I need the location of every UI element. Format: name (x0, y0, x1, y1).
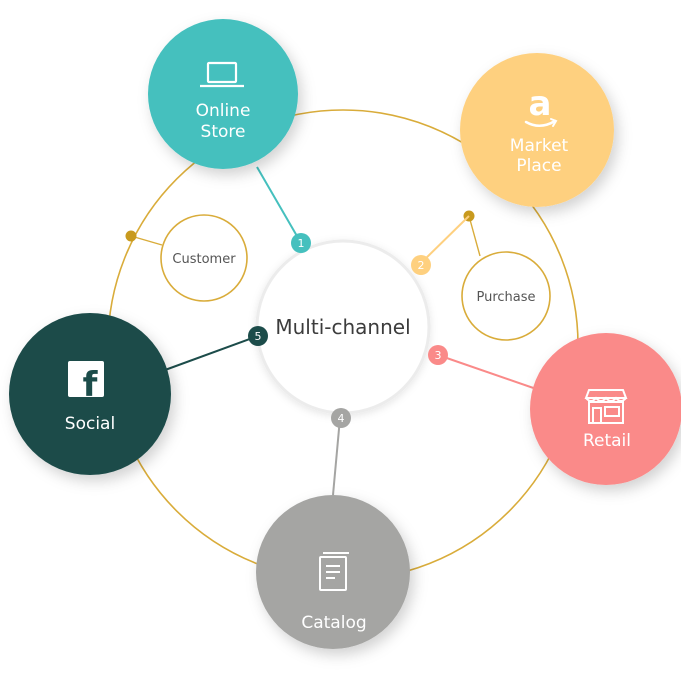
customer-ring-dot (125, 230, 137, 242)
channel-social: f Social (9, 313, 171, 475)
market-place-label-line2: Place (516, 156, 561, 176)
badge-online-store: 1 (291, 233, 311, 253)
facebook-icon: f (68, 361, 104, 405)
retail-label: Retail (583, 431, 631, 451)
svg-text:3: 3 (435, 349, 442, 362)
storefront-icon (584, 389, 628, 424)
svg-text:2: 2 (418, 259, 425, 272)
center-label: Multi-channel (275, 315, 410, 339)
svg-text:5: 5 (255, 330, 262, 343)
catalog-icon (319, 552, 349, 591)
channel-retail: Retail (530, 333, 681, 485)
badge-catalog: 4 (331, 408, 351, 428)
amazon-icon: a (524, 84, 558, 127)
connector-online-store (256, 166, 302, 244)
laptop-icon (200, 61, 244, 88)
social-label: Social (65, 414, 115, 434)
badge-social: 5 (248, 326, 268, 346)
catalog-label: Catalog (301, 613, 366, 633)
channel-market-place: a Market Place (460, 53, 614, 207)
purchase-circle (461, 251, 551, 341)
online-store-label-line1: Online (196, 101, 251, 121)
connector-catalog (332, 417, 341, 496)
purchase-connector (468, 215, 481, 257)
badge-retail: 3 (428, 345, 448, 365)
svg-text:f: f (83, 365, 99, 405)
connector-market-place (419, 215, 470, 265)
channel-online-store: Online Store (148, 19, 298, 169)
badge-market-place: 2 (411, 255, 431, 275)
purchase-label: Purchase (476, 290, 535, 305)
customer-circle (160, 214, 248, 302)
svg-text:a: a (529, 84, 552, 124)
svg-text:4: 4 (338, 412, 345, 425)
connector-social (164, 335, 259, 371)
connector-retail (437, 354, 546, 393)
svg-text:1: 1 (298, 237, 305, 250)
market-place-label-line1: Market (510, 136, 569, 156)
channel-catalog: Catalog (256, 495, 410, 649)
customer-label: Customer (172, 252, 236, 267)
online-store-label-line2: Store (201, 122, 246, 142)
